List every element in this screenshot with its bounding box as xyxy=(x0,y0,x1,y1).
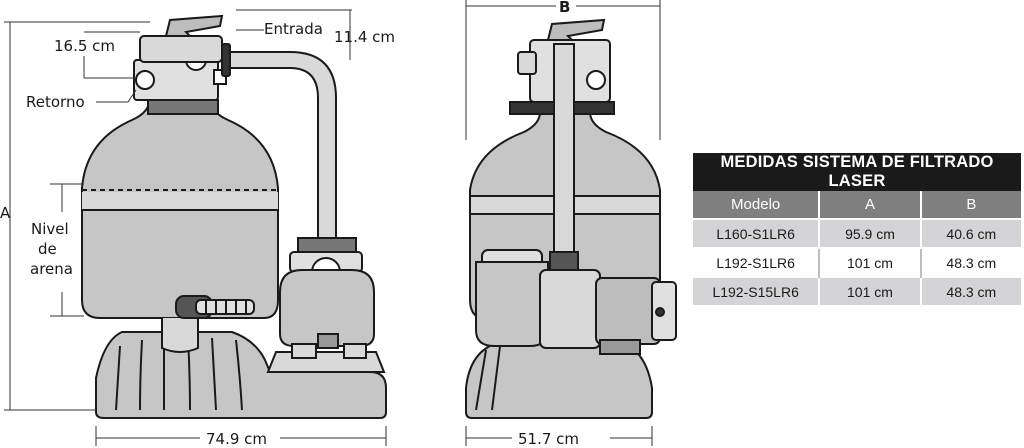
table-row: L192-S15LR6 101 cm 48.3 cm xyxy=(693,276,1021,305)
side-pipe xyxy=(553,43,575,261)
nivel-label-line2: de xyxy=(38,240,57,258)
front-base xyxy=(95,331,387,419)
cell-b: 48.3 cm xyxy=(919,247,1021,277)
table-row: L160-S1LR6 95.9 cm 40.6 cm xyxy=(693,218,1021,248)
cell-a: 95.9 cm xyxy=(818,218,921,248)
dim-b-label: B xyxy=(559,0,570,16)
front-dimensions xyxy=(4,9,387,446)
nivel-label-line1: Nivel xyxy=(31,220,69,238)
dim-top-right-label: 11.4 cm xyxy=(334,28,395,46)
cell-modelo: L160-S1LR6 xyxy=(693,218,820,248)
cell-b: 40.6 cm xyxy=(919,218,1021,248)
table-title: MEDIDAS SISTEMA DE FILTRADO LASER xyxy=(693,153,1021,191)
front-drain-valve xyxy=(175,295,255,319)
retorno-label: Retorno xyxy=(26,93,85,111)
cell-modelo: L192-S1LR6 xyxy=(693,247,820,277)
header-a: A xyxy=(818,191,921,219)
dim-a-label: A xyxy=(0,204,11,222)
cell-b: 48.3 cm xyxy=(919,276,1021,305)
dim-width-side-label: 51.7 cm xyxy=(518,430,579,448)
front-multiport-valve xyxy=(133,14,227,115)
table-row: L192-S1LR6 101 cm 48.3 cm xyxy=(693,247,1021,277)
dimensions-table: MEDIDAS SISTEMA DE FILTRADO LASER Modelo… xyxy=(693,153,1021,305)
side-pump xyxy=(475,249,677,355)
header-b: B xyxy=(919,191,1021,219)
dim-width-front-label: 74.9 cm xyxy=(206,430,267,448)
entrada-label: Entrada xyxy=(264,20,323,38)
nivel-label-line3: arena xyxy=(30,260,73,278)
side-base xyxy=(465,341,653,419)
cell-a: 101 cm xyxy=(818,247,921,277)
dim-top-left-label: 16.5 cm xyxy=(54,37,115,55)
front-view xyxy=(81,14,387,419)
side-view xyxy=(465,18,677,419)
table-header-row: Modelo A B xyxy=(693,191,1021,219)
side-dimensions xyxy=(465,0,661,446)
cell-a: 101 cm xyxy=(818,276,921,305)
cell-modelo: L192-S15LR6 xyxy=(693,276,820,305)
front-pump xyxy=(279,237,375,359)
header-modelo: Modelo xyxy=(693,191,820,219)
